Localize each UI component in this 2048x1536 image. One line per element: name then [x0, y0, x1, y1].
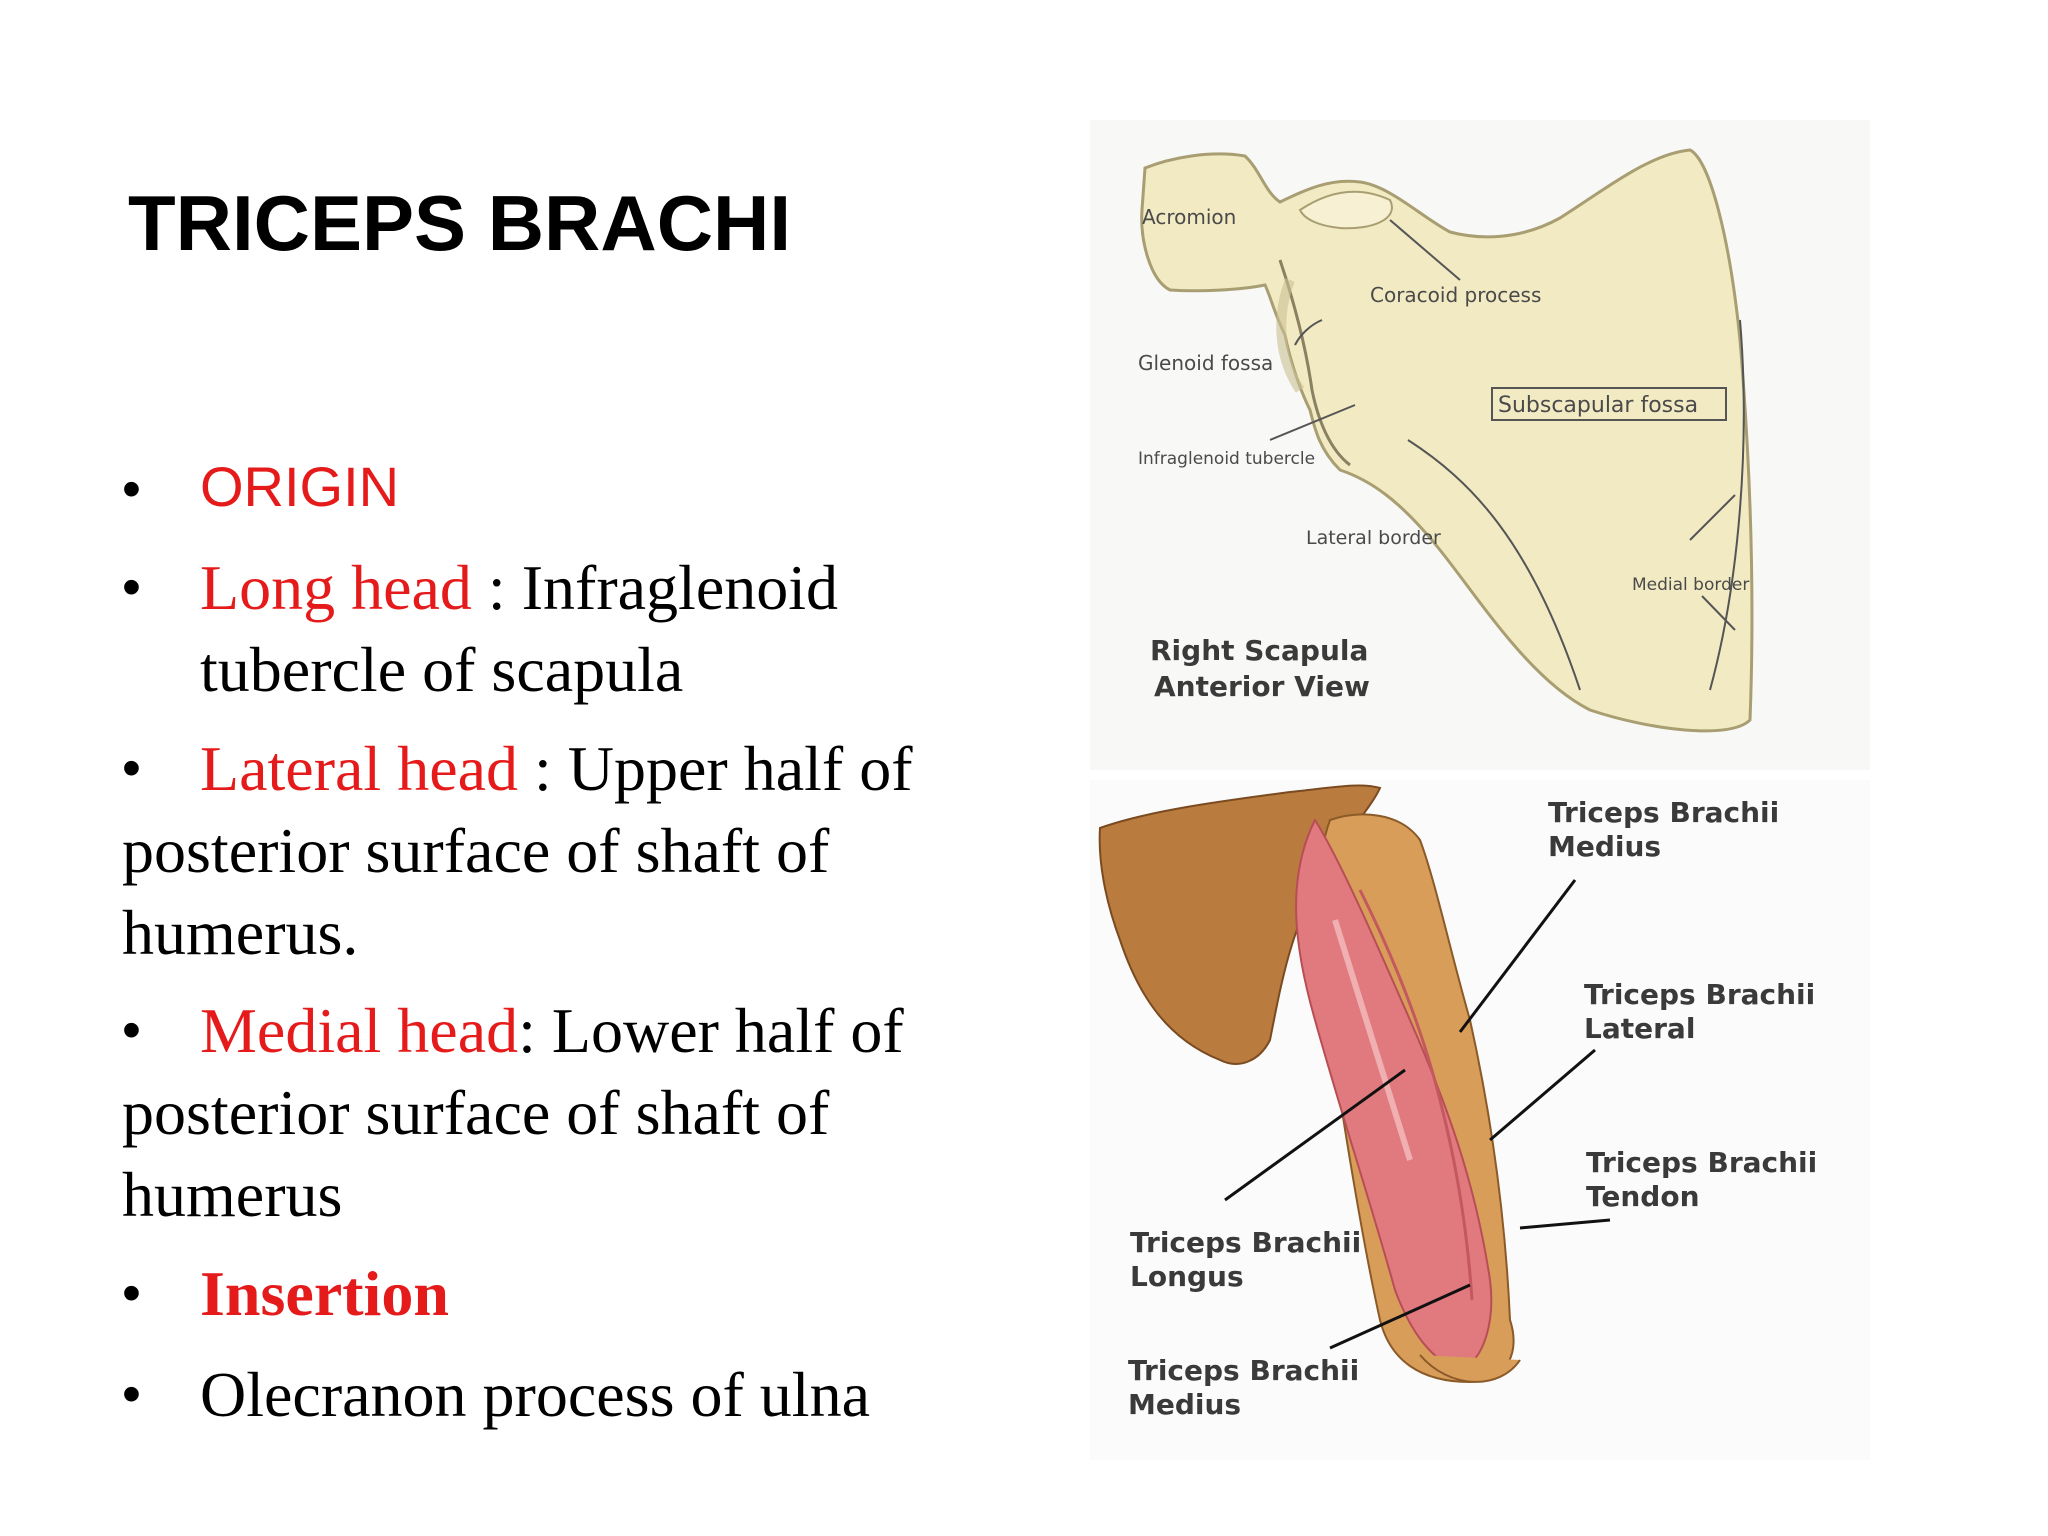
- long-head-line-2: tubercle of scapula: [200, 634, 684, 705]
- medial-head-line-3: humerus: [122, 1159, 343, 1230]
- subscapular-label: Subscapular fossa: [1498, 393, 1698, 418]
- medius-bottom-label-2: Medius: [1128, 1388, 1241, 1421]
- medius-top-label-2: Medius: [1548, 830, 1661, 863]
- medial-head-text: : Lower half of: [518, 995, 904, 1066]
- scapula-caption-2: Anterior View: [1154, 670, 1370, 703]
- long-head-text: : Infraglenoid: [471, 552, 838, 623]
- bullet-list: • ORIGIN • Long head : Infraglenoid tube…: [122, 455, 913, 1430]
- long-head-line-1: Long head : Infraglenoid: [200, 556, 838, 620]
- lateral-label-1: Triceps Brachii: [1584, 978, 1815, 1011]
- longus-label-1: Triceps Brachii: [1130, 1226, 1361, 1259]
- medius-top-label-1: Triceps Brachii: [1548, 796, 1779, 829]
- medial-head-line-2: posterior surface of shaft of: [122, 1077, 830, 1148]
- medial-border-label: Medial border: [1632, 575, 1749, 595]
- scapula-caption-1: Right Scapula: [1150, 634, 1368, 667]
- bullet-dot: •: [122, 738, 141, 798]
- scapula-labels: Acromion Coracoid process Glenoid fossa …: [1138, 205, 1749, 703]
- infraglenoid-label: Infraglenoid tubercle: [1138, 449, 1315, 469]
- bullet-dot: •: [122, 1263, 141, 1323]
- arm-illustration: [1098, 784, 1611, 1384]
- acromion-label: Acromion: [1142, 205, 1236, 229]
- bullet-dot: •: [122, 1000, 141, 1060]
- lateral-label-2: Lateral: [1584, 1012, 1695, 1045]
- lateral-head-text: : Upper half of: [518, 733, 913, 804]
- bullet-dot: •: [122, 557, 141, 617]
- slide-title: TRICEPS BRACHI: [128, 179, 792, 267]
- medial-head-line-1: Medial head: Lower half of: [200, 999, 904, 1063]
- long-head-label: Long head: [200, 552, 472, 623]
- tendon-label-2: Tendon: [1586, 1180, 1700, 1213]
- bullet-dot: •: [122, 1364, 141, 1424]
- insertion-heading: Insertion: [200, 1258, 449, 1329]
- glenoid-label: Glenoid fossa: [1138, 351, 1273, 375]
- longus-label-2: Longus: [1130, 1260, 1244, 1293]
- coracoid-label: Coracoid process: [1370, 283, 1541, 307]
- medial-head-label: Medial head: [200, 995, 519, 1066]
- lateral-head-line-1: Lateral head : Upper half of: [200, 737, 913, 801]
- scapula-illustration: [1140, 148, 1754, 733]
- anatomy-figure: Acromion Coracoid process Glenoid fossa …: [1090, 120, 1870, 1460]
- lateral-head-line-2: posterior surface of shaft of: [122, 815, 830, 886]
- medius-bottom-label-1: Triceps Brachii: [1128, 1354, 1359, 1387]
- insertion-text: Olecranon process of ulna: [200, 1359, 870, 1430]
- lateral-head-line-3: humerus.: [122, 897, 359, 968]
- bullet-dot: •: [122, 459, 141, 519]
- lateral-border-label: Lateral border: [1306, 527, 1441, 549]
- arm-labels: Triceps Brachii Medius Triceps Brachii L…: [1128, 796, 1817, 1421]
- lateral-head-label: Lateral head: [200, 733, 518, 804]
- tendon-label-1: Triceps Brachii: [1586, 1146, 1817, 1179]
- origin-heading: ORIGIN: [200, 455, 400, 518]
